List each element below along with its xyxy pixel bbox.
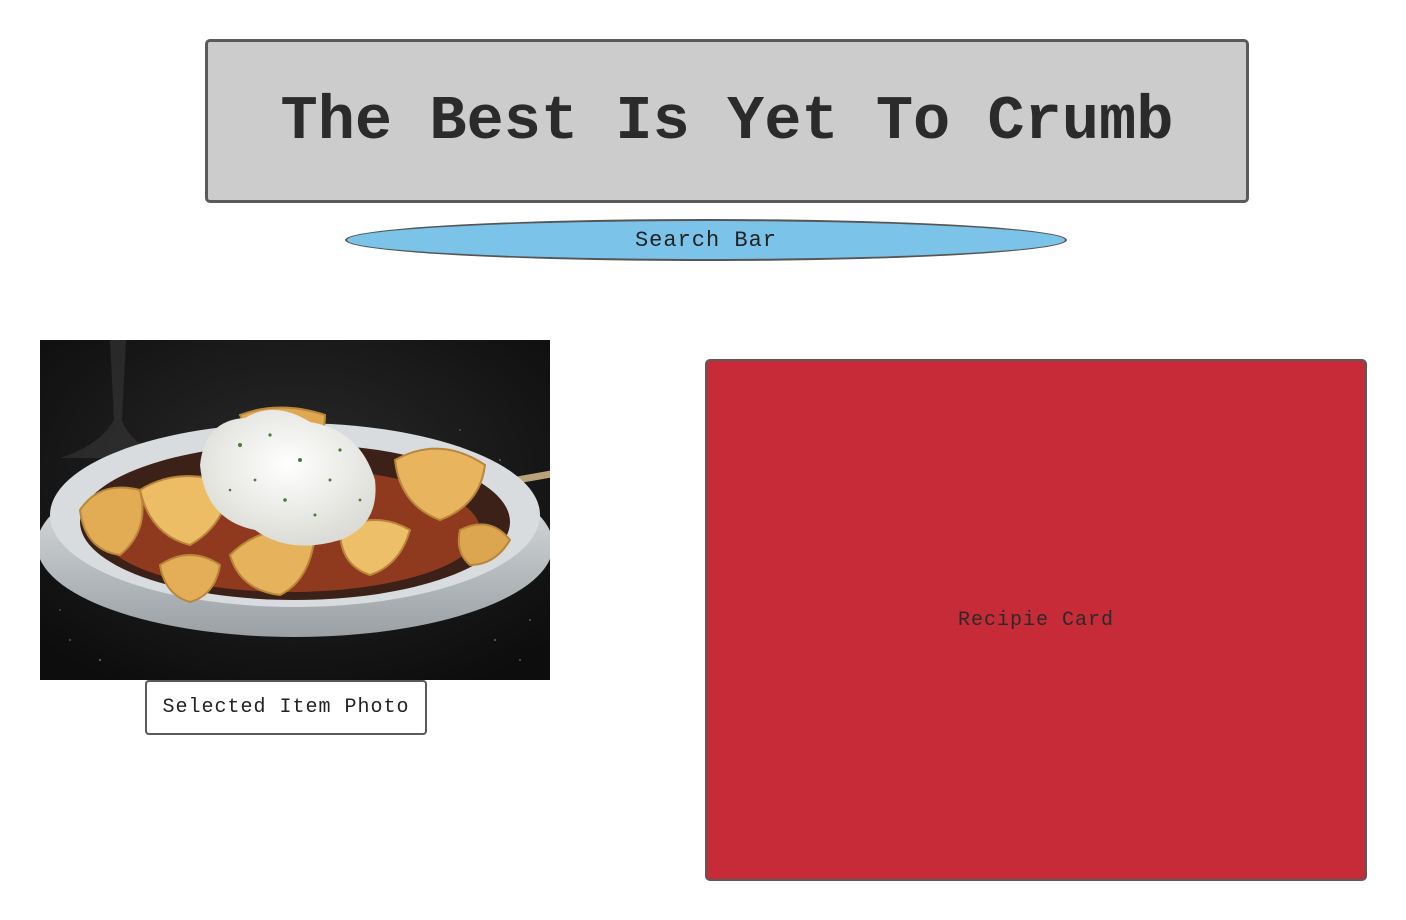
selected-item-photo-caption: Selected Item Photo [145,680,427,735]
search-bar-label: Search Bar [634,227,778,253]
site-title-banner: The Best Is Yet To Crumb [205,39,1249,203]
search-bar[interactable]: Search Bar [345,219,1067,261]
recipe-card-label: Recipie Card [957,608,1115,632]
pasta-bowl-image [40,340,550,680]
photo-caption-label: Selected Item Photo [162,696,410,719]
recipe-card[interactable]: Recipie Card [705,359,1367,881]
site-title: The Best Is Yet To Crumb [280,85,1174,157]
selected-item-photo [40,340,550,680]
